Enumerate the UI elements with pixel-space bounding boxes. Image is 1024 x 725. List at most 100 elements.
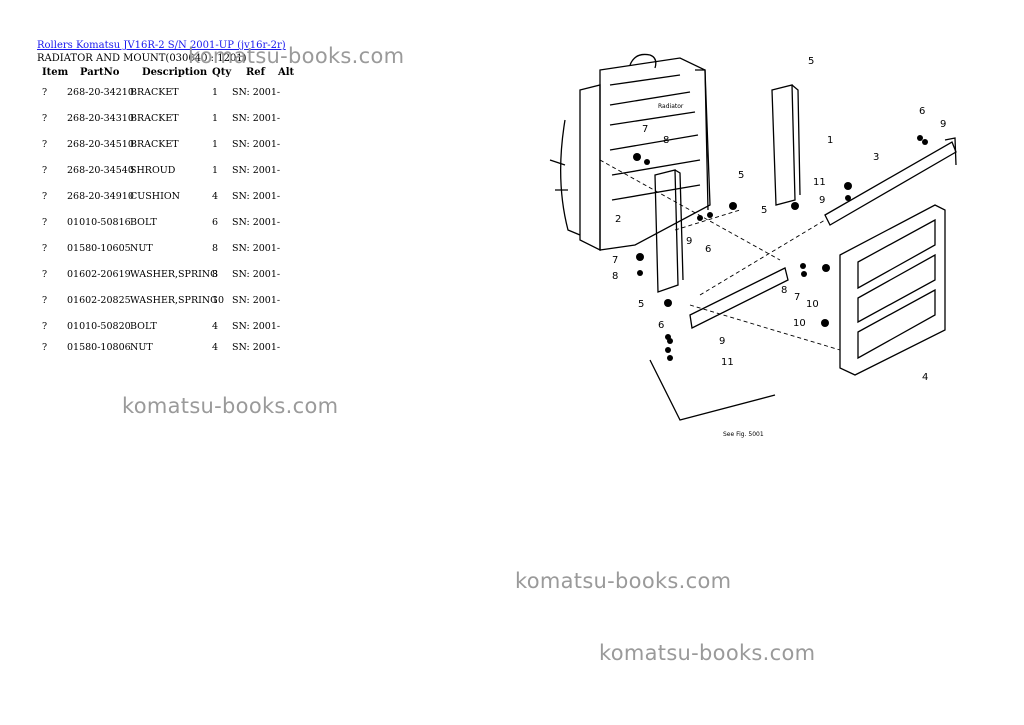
col-head-item: Item	[42, 67, 69, 78]
callout-7: 7	[642, 124, 648, 135]
callout-4: 4	[922, 372, 928, 383]
cell-ref: SN: 2001-	[232, 139, 281, 150]
callout-5: 5	[638, 299, 644, 310]
cell-description: BRACKET	[130, 113, 179, 124]
cell-description: CUSHION	[130, 191, 180, 202]
cell-item: ?	[42, 165, 48, 176]
cell-ref: SN: 2001-	[232, 191, 281, 202]
cell-item: ?	[42, 243, 48, 254]
cell-ref: SN: 2001-	[232, 243, 281, 254]
cell-qty: 8	[212, 269, 219, 280]
cell-item: ?	[42, 269, 48, 280]
cell-description: BOLT	[130, 321, 157, 332]
callout-5: 5	[738, 170, 744, 181]
cell-item: ?	[42, 87, 48, 98]
cell-item: ?	[42, 191, 48, 202]
callout-9: 9	[719, 336, 725, 347]
callout-7: 7	[794, 292, 800, 303]
watermark: komatsu-books.com	[599, 641, 816, 665]
cell-partno: 01580-10806	[67, 342, 131, 353]
mount-plate	[689, 267, 789, 329]
cell-ref: SN: 2001-	[232, 217, 281, 228]
callout-10: 10	[793, 318, 806, 329]
callouts: 1 2 3 4 5 5 5 5 6 6 6 7 7 7 8 8 8 9 9 9 …	[612, 56, 946, 383]
cell-partno: 268-20-34540	[67, 165, 134, 176]
callout-3: 3	[873, 152, 879, 163]
shroud-4	[839, 204, 946, 376]
cell-partno: 01580-10605	[67, 243, 131, 254]
callout-5: 5	[761, 205, 767, 216]
callout-7: 7	[612, 255, 618, 266]
cell-ref: SN: 2001-	[232, 113, 281, 124]
bracket-1	[771, 84, 801, 206]
watermark: komatsu-books.com	[122, 394, 339, 418]
callout-11: 11	[721, 357, 734, 368]
bracket-2	[654, 169, 684, 293]
cell-description: SHROUD	[130, 165, 176, 176]
callout-6: 6	[705, 244, 711, 255]
cell-qty: 1	[212, 87, 219, 98]
cell-ref: SN: 2001-	[232, 269, 281, 280]
watermark: komatsu-books.com	[188, 44, 405, 68]
cell-ref: SN: 2001-	[232, 321, 281, 332]
col-head-partno: PartNo	[80, 67, 120, 78]
cell-qty: 1	[212, 113, 219, 124]
exploded-parts-diagram: Radiator 1	[549, 53, 957, 438]
lower-duct	[649, 359, 776, 421]
col-head-description: Description	[142, 67, 208, 78]
cell-qty: 1	[212, 139, 219, 150]
cell-qty: 4	[212, 342, 219, 353]
cell-description: BOLT	[130, 217, 157, 228]
callout-2: 2	[615, 214, 621, 225]
cell-ref: SN: 2001-	[232, 342, 281, 353]
callout-8: 8	[663, 135, 669, 146]
cell-qty: 10	[212, 295, 225, 306]
cell-qty: 6	[212, 217, 219, 228]
callout-8: 8	[612, 271, 618, 282]
cell-item: ?	[42, 113, 48, 124]
callout-9: 9	[819, 195, 825, 206]
callout-9: 9	[686, 236, 692, 247]
cell-description: NUT	[130, 243, 153, 254]
callout-5: 5	[808, 56, 814, 67]
callout-10: 10	[806, 299, 819, 310]
cell-item: ?	[42, 139, 48, 150]
cell-qty: 1	[212, 165, 219, 176]
cell-description: WASHER,SPRING	[130, 295, 218, 306]
callout-9: 9	[940, 119, 946, 130]
breadcrumb-link[interactable]: Rollers Komatsu JV16R-2 S/N 2001-UP (jv1…	[37, 40, 286, 51]
cell-description: WASHER,SPRING	[130, 269, 218, 280]
cell-partno: 01602-20619	[67, 269, 131, 280]
fasteners	[633, 135, 928, 361]
cell-qty: 8	[212, 243, 219, 254]
see-figure-note: See Fig. 5001	[723, 431, 764, 438]
cell-description: NUT	[130, 342, 153, 353]
callout-6: 6	[919, 106, 925, 117]
cell-ref: SN: 2001-	[232, 87, 281, 98]
cell-ref: SN: 2001-	[232, 295, 281, 306]
cell-description: BRACKET	[130, 87, 179, 98]
cell-qty: 4	[212, 191, 219, 202]
page-subtitle: RADIATOR AND MOUNT(030040 : 1201)	[37, 53, 247, 64]
cell-description: BRACKET	[130, 139, 179, 150]
callout-6: 6	[658, 320, 664, 331]
col-head-qty: Qty	[212, 67, 232, 78]
cell-item: ?	[42, 321, 48, 332]
cell-partno: 268-20-34910	[67, 191, 134, 202]
radiator-core	[549, 53, 711, 252]
cell-item: ?	[42, 342, 48, 353]
callout-8: 8	[781, 285, 787, 296]
cell-partno: 268-20-34310	[67, 113, 134, 124]
cell-ref: SN: 2001-	[232, 165, 281, 176]
